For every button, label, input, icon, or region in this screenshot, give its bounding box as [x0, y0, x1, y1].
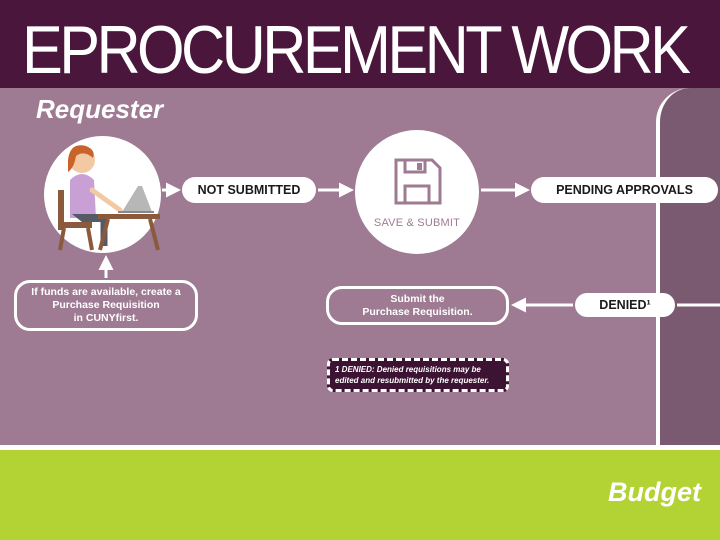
- save-submit-node: [355, 130, 479, 254]
- footnote-prefix: 1 DENIED:: [335, 365, 375, 374]
- footnote-text: Denied requisitions may be edited and re…: [335, 365, 490, 385]
- save-submit-label: SAVE & SUBMIT: [373, 217, 461, 229]
- pending-approvals-status: PENDING APPROVALS: [531, 177, 718, 203]
- denied-footnote: 1 DENIED: Denied requisitions may be edi…: [327, 358, 509, 392]
- header-bar: EPROCUREMENT WORK: [0, 0, 720, 88]
- budget-swimlane: [0, 450, 720, 540]
- requester-lane-label: Requester: [36, 94, 164, 124]
- funds-available-step: If funds are available, create a Purchas…: [14, 280, 198, 331]
- denied-status: DENIED¹: [575, 293, 675, 317]
- submit-requisition-step: Submit the Purchase Requisition.: [326, 286, 509, 325]
- lane-divider: [0, 445, 720, 450]
- page-title: EPROCUREMENT WORK: [22, 12, 691, 88]
- approver-panel: [656, 88, 720, 445]
- not-submitted-status: NOT SUBMITTED: [182, 177, 316, 203]
- budget-lane-label: Budget: [608, 477, 701, 507]
